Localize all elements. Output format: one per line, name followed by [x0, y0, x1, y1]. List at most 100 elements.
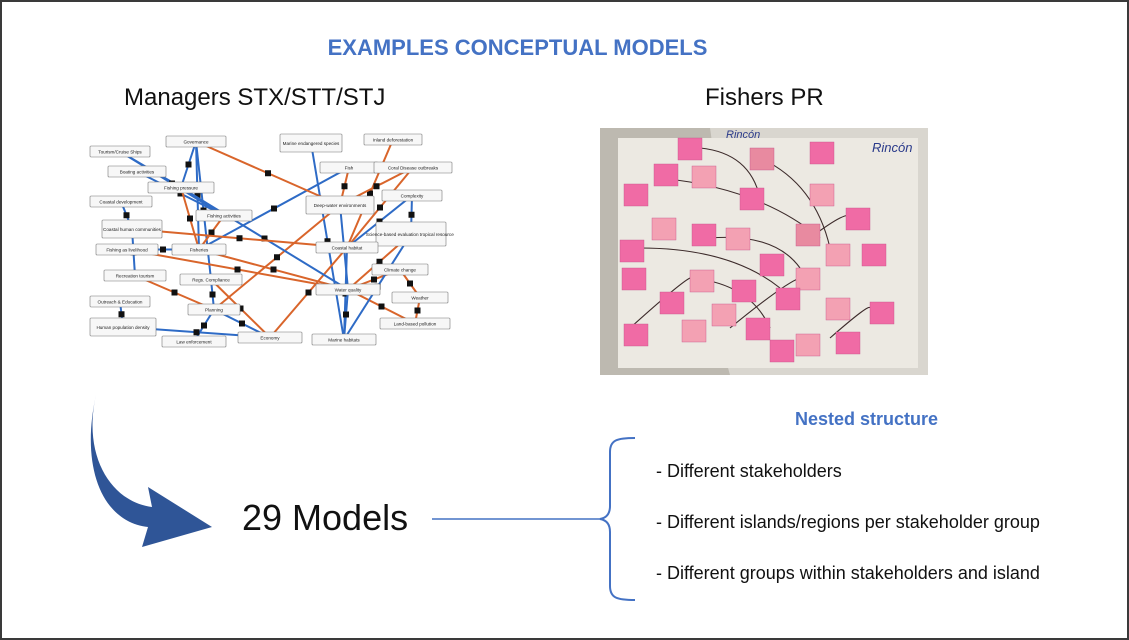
bullet-islands-regions: - Different islands/regions per stakehol…: [656, 512, 1040, 532]
edge-weight-marker: [239, 320, 245, 327]
sticky-note: [731, 279, 757, 303]
network-node-box: [179, 273, 243, 286]
bullet-stakeholders: - Different stakeholders: [656, 461, 842, 481]
network-node-box: [375, 221, 447, 247]
sticky-note: [825, 243, 851, 267]
network-node-box: [371, 263, 429, 276]
sticky-note: [681, 319, 707, 343]
sticky-note: [861, 243, 887, 267]
network-node-box: [315, 241, 379, 254]
edge-weight-marker: [324, 238, 331, 245]
edge-weight-marker: [376, 218, 383, 225]
edge-weight-marker: [376, 258, 383, 265]
network-node-label: Complexity: [401, 193, 424, 198]
sticky-note: [769, 339, 795, 363]
managers-heading: Managers STX/STT/STJ: [124, 84, 386, 111]
network-node-label: Coastal human communities: [103, 227, 162, 232]
brace-connector: [432, 437, 636, 601]
network-node-label: Fishing activities: [207, 213, 241, 218]
sticky-note: [623, 323, 649, 347]
sticky-note: [749, 147, 775, 171]
edge-weight-marker: [261, 235, 268, 242]
network-node-box: [161, 335, 227, 348]
edge-weight-marker: [378, 303, 385, 310]
network-node-label: Land-based pollution: [394, 321, 437, 326]
drawn-arrow: [709, 236, 801, 269]
edge-weight-marker: [193, 329, 200, 336]
bullet-groups-within: - Different groups within stakeholders a…: [656, 563, 1040, 583]
network-node-box: [103, 269, 167, 282]
network-node-label: Tourism/Cruise Ships: [98, 149, 142, 154]
edge-weight-marker: [265, 170, 271, 177]
network-node-box: [373, 161, 453, 174]
edge-weight-marker: [194, 192, 201, 199]
network-node-label: Fishing pressure: [164, 185, 198, 190]
sticky-note: [759, 253, 785, 277]
edge-weight-marker: [208, 229, 215, 236]
edge-weight-marker: [371, 276, 377, 283]
edge-weight-marker: [236, 235, 243, 242]
network-node-label: Inland deforestation: [373, 137, 414, 142]
network-node-label: Science-based evaluation tropical resour…: [366, 232, 454, 237]
sticky-note: [659, 291, 685, 315]
sticky-note: [745, 317, 771, 341]
edge-weight-marker: [123, 212, 130, 219]
sticky-note: [835, 331, 861, 355]
fishers-heading: Fishers PR: [705, 84, 824, 111]
network-node-box: [237, 331, 303, 344]
network-node-label: Outreach & Education: [98, 299, 143, 304]
network-node-label: Human population density: [96, 325, 150, 330]
edge-weight-marker: [414, 307, 421, 314]
network-node-label: Recreation tourism: [116, 273, 155, 278]
edge-weight-marker: [234, 266, 241, 273]
edge-weight-marker: [407, 280, 413, 287]
network-node-label: Deep-water environments: [314, 203, 367, 208]
edge-weight-marker: [377, 204, 383, 211]
sticky-note: [691, 165, 717, 189]
network-node-label: Planning: [205, 307, 223, 312]
sticky-note: [809, 183, 835, 207]
network-node-box: [89, 145, 151, 158]
edge-weight-marker: [187, 215, 193, 222]
edge-weight-marker: [177, 190, 184, 197]
handwriting-rincon-2: Rincón: [872, 140, 912, 155]
sticky-note: [845, 207, 871, 231]
network-node-label: Climate change: [384, 267, 416, 272]
edge-weight-marker: [209, 291, 216, 298]
network-node-box: [305, 195, 375, 215]
network-node-label: Coastal habitat: [332, 245, 363, 250]
sticky-note: [623, 183, 649, 207]
sticky-note: [691, 223, 717, 247]
network-node-box: [107, 165, 167, 178]
sticky-note: [825, 297, 851, 321]
network-node-box: [381, 189, 443, 202]
edge-weight-marker: [373, 183, 380, 190]
sticky-note: [677, 137, 703, 161]
edge-weight-marker: [341, 183, 348, 190]
network-node-label: Fishing as livelihood: [106, 247, 148, 252]
edge-weight-marker: [305, 289, 312, 296]
network-node-label: Fish: [345, 165, 354, 170]
network-node-label: Coastal development: [99, 199, 143, 204]
network-node-box: [101, 219, 163, 239]
handwriting-rincon-1: Rincón: [726, 129, 760, 141]
network-node-box: [165, 135, 227, 148]
edge-weight-marker: [185, 161, 192, 168]
network-node-box: [147, 181, 215, 194]
edge-weight-marker: [343, 311, 349, 318]
edge-weight-marker: [271, 205, 277, 212]
network-node-box: [279, 133, 343, 153]
sticky-note: [809, 141, 835, 165]
network-node-label: Boating activities: [120, 169, 155, 174]
edge-weight-marker: [201, 322, 207, 329]
sticky-note: [653, 163, 679, 187]
network-node-label: Coral Disease outbreaks: [388, 165, 439, 170]
sticky-note: [689, 269, 715, 293]
network-node-box: [89, 195, 153, 208]
edge-weight-marker: [408, 211, 415, 218]
network-node-label: Fisheries: [190, 247, 209, 252]
network-node-box: [379, 317, 451, 330]
